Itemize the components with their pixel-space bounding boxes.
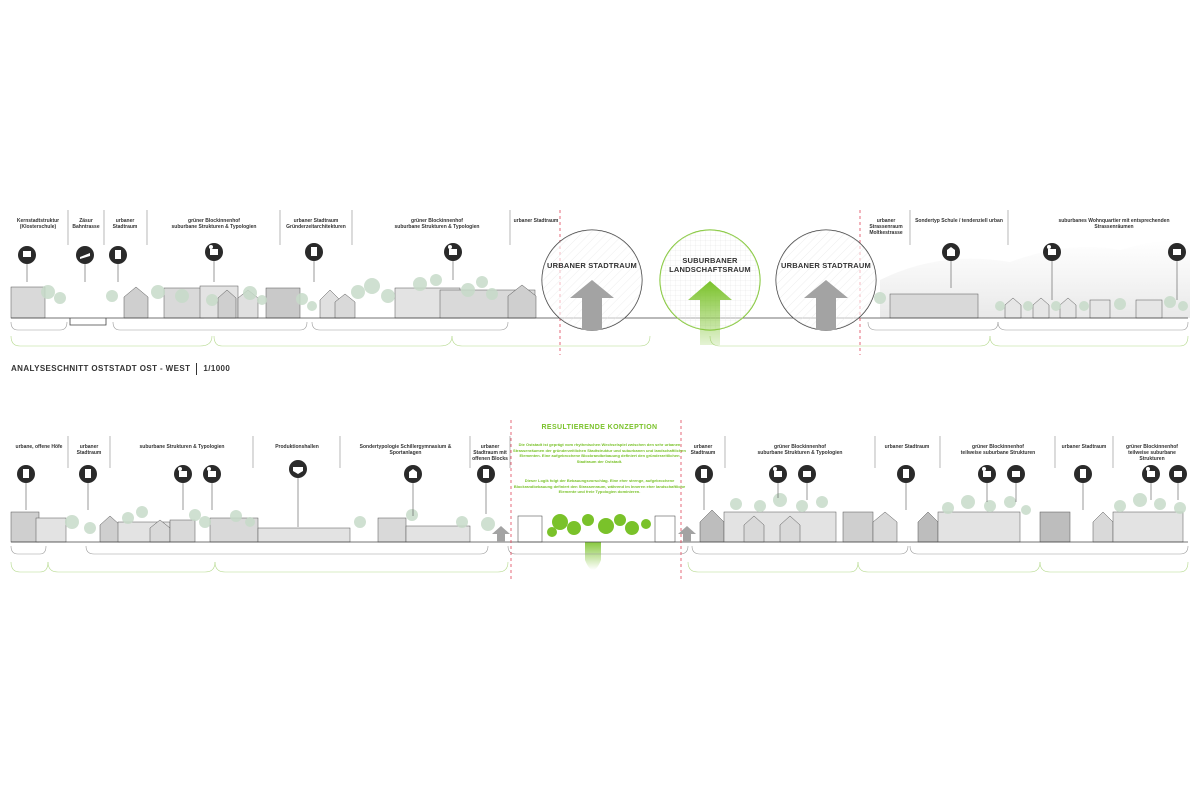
circle-left-title: URBANER STADTRAUM [547,261,637,270]
bottom-label-produktionshallen: Produktionshallen [275,444,319,450]
title-separator [196,363,198,375]
bottom-icons [17,460,1187,527]
circle-left [541,229,643,331]
top-label-blockinnenhof-1: grüner Blockinnenhof suburbane Strukture… [171,218,257,230]
top-label-dividers [67,210,1009,245]
top-label-wohnquartier: suburbanes Wohnquartier mit entsprechend… [1058,218,1170,230]
top-buildings [10,284,1163,319]
bottom-label-urbaner-stadtraum-3: urbaner Stadtraum [884,444,930,450]
bottom-buildings [10,509,1184,543]
bottom-label-urbaner-stadtraum-1: urbaner Stadtraum [76,444,102,456]
circle-center [659,229,761,345]
top-label-gruenderzeit: urbaner Stadtraum Gründerzeitarchitektur… [286,218,346,230]
bottom-label-blockinnenhof-1: grüner Blockinnenhof suburbane Strukture… [757,444,843,456]
top-green-braces [10,335,1189,347]
bottom-label-urbaner-stadtraum-4: urbaner Stadtraum [1061,444,1107,450]
top-label-schule: Sondertyp Schule / tendenziell urban [915,218,1003,224]
bottom-label-urbaner-stadtraum-2: urbaner Stadtraum [690,444,716,456]
concept-text-2: Dieser Logik folgt der Bebauungsvorschla… [513,478,686,494]
circle-center-title: SUBURBANER LANDSCHAFTSRAUM [669,256,751,274]
section-title: ANALYSESCHNITT OSTSTADT OST - WEST 1/1000 [11,363,230,375]
bottom-trees [65,493,1186,534]
bottom-label-blockinnenhof-3: grüner Blockinnenhof teilweise suburbane… [1126,444,1178,462]
circle-right-title: URBANER STADTRAUM [781,261,871,270]
top-trees [41,274,1188,311]
bottom-green-braces [10,561,1189,573]
top-label-urbaner-stadtraum-2: urbaner Stadtraum [513,218,559,224]
bottom-label-suburbane: suburbane Strukturen & Typologien [139,444,225,450]
concept-green-trees [547,514,651,537]
bottom-braces [10,545,1189,555]
circle-right [775,229,877,331]
top-label-blockinnenhof-2: grüner Blockinnenhof suburbane Strukture… [394,218,480,230]
bottom-label-offene-hoefe: urbane, offene Höfe [15,444,63,450]
bottom-label-offene-blocks: urbaner Stadtraum mit offenen Blocks [472,444,508,462]
bottom-label-dividers [67,436,1114,468]
top-label-moltkestrasse: urbaner Strassenraum Moltkestrasse [869,218,903,236]
top-label-bahntrasse: Zäsur Bahntrasse [72,218,100,230]
top-braces [10,321,1189,331]
concept-title: RESULTIERENDE KONZEPTION [541,424,658,431]
bottom-label-schillergymnasium: Sondertypologie Schillergymnasium & Spor… [359,444,452,456]
section-title-text: ANALYSESCHNITT OSTSTADT OST - WEST [11,364,191,374]
bottom-label-blockinnenhof-2: grüner Blockinnenhof teilweise suburbane… [960,444,1036,456]
top-label-kernstadt: Kernstadtstruktur (Klosterschule) [16,218,60,230]
top-icons [18,243,1186,300]
section-scale: 1/1000 [203,364,231,374]
concept-text-1: Die Oststadt ist geprägt vom rhythmische… [513,442,686,464]
top-label-urbaner-stadtraum-1: urbaner Stadtraum [112,218,138,230]
